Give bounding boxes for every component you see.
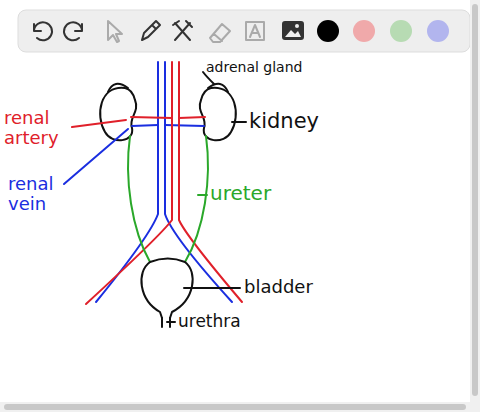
color-swatch	[317, 20, 339, 42]
part-label: adrenal gland	[206, 60, 302, 75]
image-icon	[283, 22, 303, 39]
redo-icon	[64, 22, 82, 40]
eraser-icon	[210, 24, 230, 42]
artery-line	[86, 62, 172, 304]
image-icon-sun	[295, 24, 299, 28]
kidney-outline	[200, 88, 236, 141]
vein-line	[165, 125, 204, 126]
image-icon-mountain	[285, 30, 301, 37]
color-swatch	[427, 20, 449, 42]
toolbar	[18, 10, 470, 52]
adrenal-outline	[208, 84, 228, 92]
tools-icon	[173, 21, 192, 40]
scrollbar-track	[0, 402, 470, 412]
leader-line	[198, 194, 207, 196]
part-label: kidney	[249, 110, 319, 133]
scrollbar-thumb	[4, 404, 466, 410]
leader-line	[184, 287, 240, 289]
artery-line	[131, 117, 172, 118]
pencil-icon	[142, 21, 160, 40]
toolbar-icons	[34, 21, 303, 42]
part-label: renal artery	[4, 108, 76, 148]
leader-line	[167, 321, 175, 323]
color-swatch	[390, 20, 412, 42]
color-swatch	[353, 20, 375, 42]
adrenal-outline	[108, 84, 128, 92]
part-label: bladder	[244, 277, 313, 297]
kidney-outline	[100, 88, 136, 141]
scrollbar-track	[470, 0, 480, 412]
leader-line	[72, 120, 126, 127]
undo-icon	[34, 22, 52, 40]
ureter-line	[128, 136, 150, 262]
part-label: urethra	[178, 312, 241, 331]
ureter-line	[185, 136, 208, 262]
scrollbar-thumb	[472, 4, 478, 396]
pointer-icon	[108, 21, 122, 42]
vein-line	[132, 125, 158, 126]
artery-line	[179, 117, 205, 118]
text-icon-box	[246, 22, 264, 40]
leader-line	[64, 129, 128, 184]
part-label: renal vein	[8, 174, 70, 214]
leader-line	[232, 121, 246, 123]
part-label: ureter	[210, 182, 271, 204]
text-icon-letter	[250, 25, 260, 37]
